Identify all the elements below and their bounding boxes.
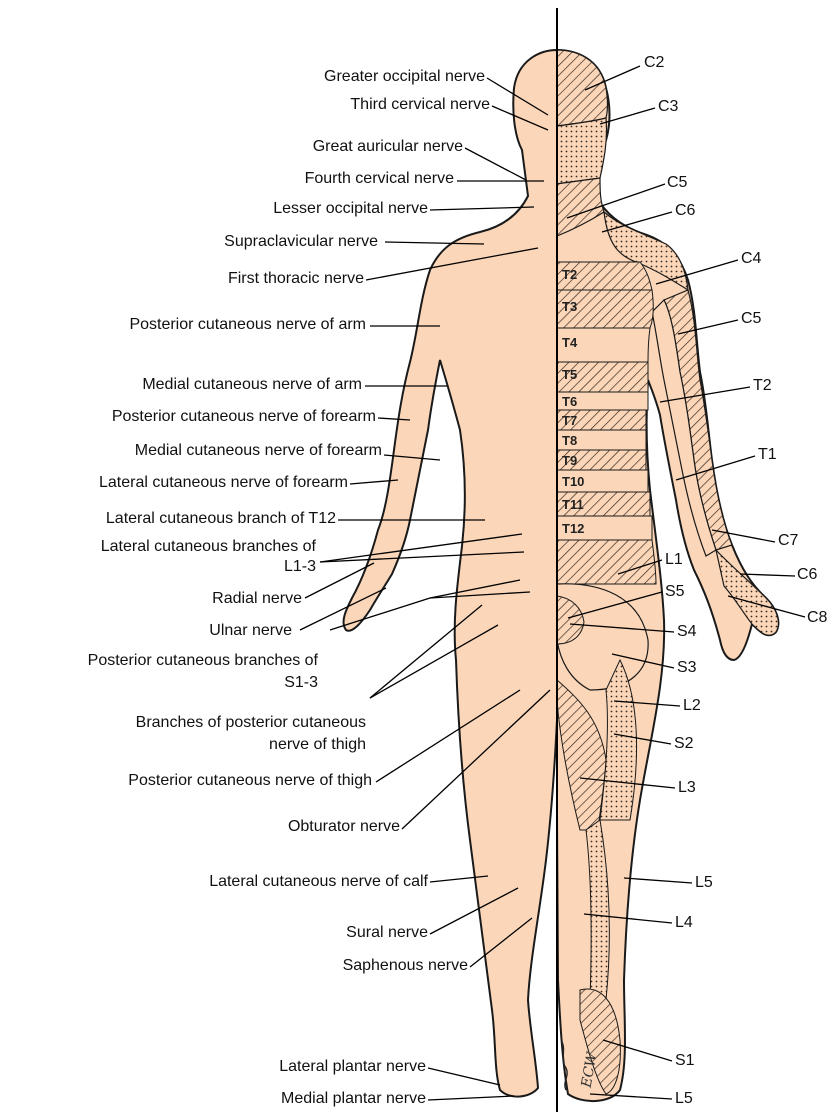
label-s4: S4 bbox=[677, 623, 697, 641]
label-med-plantar: Medial plantar nerve bbox=[281, 1090, 426, 1108]
seg-t12: T12 bbox=[562, 522, 584, 536]
label-third-cervical: Third cervical nerve bbox=[350, 96, 490, 114]
seg-t2: T2 bbox=[562, 268, 577, 282]
label-s1: S1 bbox=[675, 1052, 695, 1070]
label-greater-occipital: Greater occipital nerve bbox=[324, 68, 485, 86]
label-radial: Radial nerve bbox=[212, 590, 302, 608]
label-s3: S3 bbox=[677, 659, 697, 677]
label-lat-cut-l13-a: Lateral cutaneous branches of bbox=[101, 538, 316, 556]
label-lesser-occipital: Lesser occipital nerve bbox=[273, 200, 428, 218]
label-c5-arm: C5 bbox=[741, 310, 761, 328]
label-saphenous: Saphenous nerve bbox=[343, 957, 468, 975]
label-great-auricular: Great auricular nerve bbox=[313, 138, 463, 156]
seg-t10: T10 bbox=[562, 475, 584, 489]
label-c5-neck: C5 bbox=[667, 174, 687, 192]
label-l4: L4 bbox=[675, 914, 693, 932]
label-sural: Sural nerve bbox=[346, 924, 428, 942]
label-lat-cut-forearm: Lateral cutaneous nerve of forearm bbox=[99, 474, 348, 492]
label-t1: T1 bbox=[758, 446, 777, 464]
label-branches-post-cut-thigh-a: Branches of posterior cutaneous bbox=[136, 714, 366, 732]
dermatome-c2 bbox=[557, 50, 608, 126]
label-lat-cut-calf: Lateral cutaneous nerve of calf bbox=[209, 873, 428, 891]
label-l3: L3 bbox=[678, 779, 696, 797]
label-obturator: Obturator nerve bbox=[288, 818, 400, 836]
label-post-cut-arm: Posterior cutaneous nerve of arm bbox=[129, 316, 366, 334]
label-med-cut-arm: Medial cutaneous nerve of arm bbox=[142, 376, 362, 394]
label-c6-neck: C6 bbox=[675, 202, 695, 220]
label-lat-plantar: Lateral plantar nerve bbox=[279, 1058, 426, 1076]
band-l1 bbox=[557, 540, 656, 584]
label-post-cut-forearm: Posterior cutaneous nerve of forearm bbox=[112, 408, 376, 426]
label-c3: C3 bbox=[658, 98, 678, 116]
seg-t8: T8 bbox=[562, 434, 577, 448]
seg-t11: T11 bbox=[562, 498, 584, 512]
label-post-cut-s13-b: S1-3 bbox=[284, 674, 318, 692]
label-c8: C8 bbox=[807, 609, 827, 627]
label-first-thoracic: First thoracic nerve bbox=[228, 270, 364, 288]
label-lat-cut-l13-b: L1-3 bbox=[284, 558, 316, 576]
label-l5-leg: L5 bbox=[695, 874, 713, 892]
seg-t4: T4 bbox=[562, 336, 577, 350]
label-post-cut-thigh: Posterior cutaneous nerve of thigh bbox=[128, 772, 372, 790]
right-body bbox=[557, 50, 778, 1101]
label-l5-foot: L5 bbox=[675, 1090, 693, 1108]
label-s2: S2 bbox=[674, 735, 694, 753]
label-c2: C2 bbox=[644, 54, 664, 72]
label-s5: S5 bbox=[665, 583, 685, 601]
seg-t7: T7 bbox=[562, 414, 577, 428]
label-lat-cut-t12: Lateral cutaneous branch of T12 bbox=[106, 510, 336, 528]
label-c6-hand: C6 bbox=[797, 566, 817, 584]
label-t2: T2 bbox=[753, 377, 772, 395]
seg-t9: T9 bbox=[562, 454, 577, 468]
label-l2: L2 bbox=[683, 697, 701, 715]
label-c4: C4 bbox=[741, 250, 761, 268]
dermatome-c3 bbox=[557, 118, 607, 184]
seg-t5: T5 bbox=[562, 368, 577, 382]
seg-t6: T6 bbox=[562, 395, 577, 409]
label-supraclavicular: Supraclavicular nerve bbox=[224, 233, 378, 251]
seg-t3: T3 bbox=[562, 300, 577, 314]
label-post-cut-s13-a: Posterior cutaneous branches of bbox=[88, 652, 318, 670]
label-fourth-cervical: Fourth cervical nerve bbox=[305, 170, 454, 188]
label-med-cut-forearm: Medial cutaneous nerve of forearm bbox=[135, 442, 382, 460]
label-c7: C7 bbox=[778, 532, 798, 550]
label-ulnar: Ulnar nerve bbox=[209, 622, 292, 640]
label-l1: L1 bbox=[665, 551, 683, 569]
label-branches-post-cut-thigh-b: nerve of thigh bbox=[269, 736, 366, 754]
